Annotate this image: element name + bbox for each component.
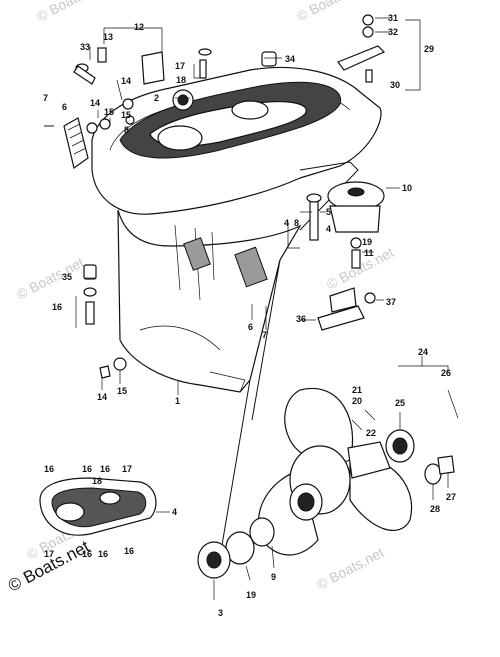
gear-case-housing: [91, 66, 382, 546]
callout-12: 12: [134, 22, 144, 32]
small-parts-upper-left: [44, 47, 277, 170]
callout-16: 16: [100, 464, 110, 474]
callout-27: 27: [446, 492, 456, 502]
callout-8: 8: [124, 125, 129, 135]
callout-4: 4: [284, 218, 289, 228]
callout-15: 15: [121, 110, 131, 120]
callout-15: 15: [104, 107, 114, 117]
callout-7: 7: [262, 330, 267, 340]
callout-4: 4: [172, 507, 177, 517]
callout-17: 17: [175, 61, 185, 71]
callout-16: 16: [124, 546, 134, 556]
callout-36: 36: [296, 314, 306, 324]
callout-13: 13: [103, 32, 113, 42]
callout-17: 17: [44, 549, 54, 559]
callout-14: 14: [97, 392, 107, 402]
callout-8: 8: [294, 218, 299, 228]
callout-2: 2: [154, 93, 159, 103]
callout-26: 26: [441, 368, 451, 378]
callout-11: 11: [364, 248, 374, 258]
leader-lines: [44, 17, 449, 600]
callout-3: 3: [218, 608, 223, 618]
water-intake-parts: [306, 181, 385, 269]
callout-18: 18: [176, 75, 186, 85]
callout-37: 37: [386, 297, 396, 307]
callout-33: 33: [80, 42, 90, 52]
callout-35: 35: [62, 272, 72, 282]
seal-plate-inset: [39, 477, 157, 536]
callout-6: 6: [248, 322, 253, 332]
callout-5: 5: [326, 207, 331, 217]
anode-cover-assembly: [337, 14, 386, 83]
callout-16: 16: [98, 549, 108, 559]
callout-32: 32: [388, 27, 398, 37]
callout-6: 6: [62, 102, 67, 112]
callout-19: 19: [246, 590, 256, 600]
callout-30: 30: [390, 80, 400, 90]
watermark: © Boats.net: [314, 544, 386, 593]
callout-16: 16: [44, 464, 54, 474]
callout-24: 24: [418, 347, 428, 357]
watermark: © Boats.net: [34, 0, 106, 25]
callout-16: 16: [82, 549, 92, 559]
callout-28: 28: [430, 504, 440, 514]
trim-tab-parts: [317, 287, 376, 331]
side-plug-parts: [83, 264, 127, 379]
callout-14: 14: [121, 76, 131, 86]
callout-9: 9: [271, 572, 276, 582]
callout-15: 15: [117, 386, 127, 396]
callout-14: 14: [90, 98, 100, 108]
watermark: © Boats.net: [294, 0, 366, 25]
callout-22: 22: [366, 428, 376, 438]
callout-29: 29: [424, 44, 434, 54]
callout-31: 31: [388, 13, 398, 23]
watermark: © Boats.net: [14, 254, 86, 303]
callout-21: 21: [352, 385, 362, 395]
propeller-assembly: [197, 387, 459, 579]
callout-10: 10: [402, 183, 412, 193]
callout-25: 25: [395, 398, 405, 408]
callout-1: 1: [175, 396, 180, 406]
callout-18: 18: [92, 476, 102, 486]
callout-16: 16: [52, 302, 62, 312]
callout-4: 4: [326, 224, 331, 234]
callout-17: 17: [122, 464, 132, 474]
callout-19: 19: [362, 237, 372, 247]
callout-20: 20: [352, 396, 362, 406]
callout-16: 16: [82, 464, 92, 474]
callout-numbers: 12 13 33 14 2 17 18 34 31 32 29 30 7 6 1…: [43, 13, 456, 618]
callout-7: 7: [43, 93, 48, 103]
callout-34: 34: [285, 54, 295, 64]
